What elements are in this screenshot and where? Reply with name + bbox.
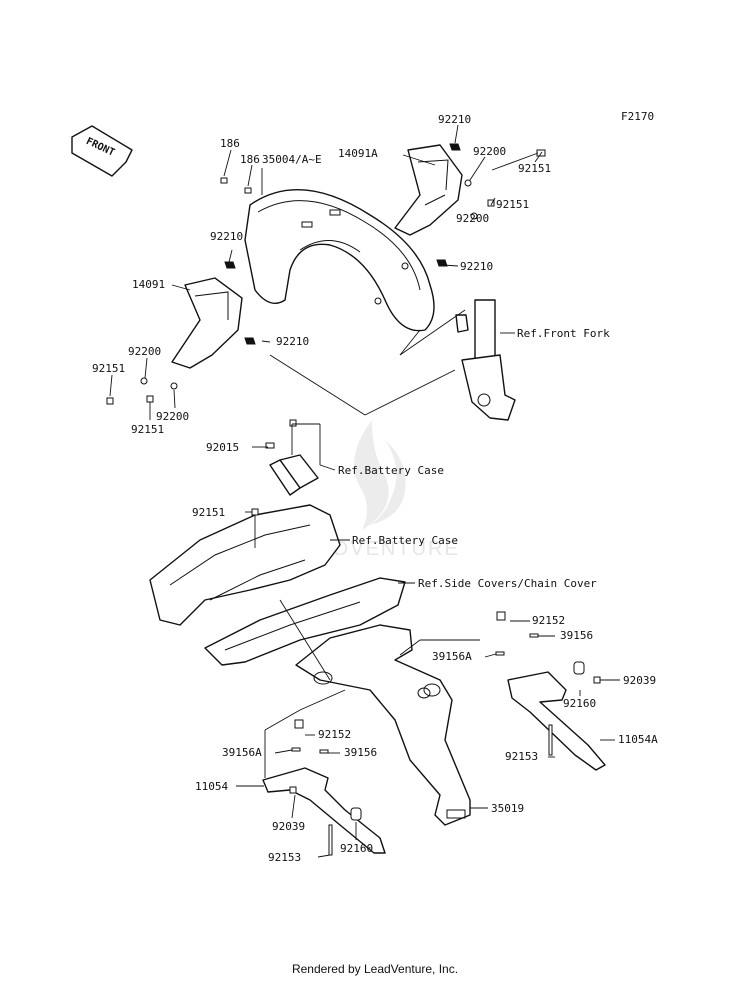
leader-lines	[109, 124, 620, 858]
callout-92210-top: 92210	[438, 113, 471, 126]
callout-92151-left: 92151	[92, 362, 125, 375]
ref-battery-case-2: Ref.Battery Case	[352, 534, 458, 547]
callout-39156-right: 39156	[560, 629, 593, 642]
callout-92151-mid: 92151	[496, 198, 529, 211]
rear-fender-35019	[295, 624, 471, 826]
callout-11054A: 11054A	[618, 733, 658, 746]
callout-92200-mid: 92200	[456, 212, 489, 225]
callout-14091: 14091	[132, 278, 165, 291]
front-fork-reference-part	[455, 299, 516, 421]
reference-labels: Ref.Front Fork Ref.Battery Case Ref.Batt…	[338, 327, 610, 590]
callout-92160-left: 92160	[340, 842, 373, 855]
callout-39156A-right: 39156A	[432, 650, 472, 663]
ref-side-covers-chain-cover: Ref.Side Covers/Chain Cover	[418, 577, 597, 590]
footer-credit: Rendered by LeadVenture, Inc.	[291, 962, 459, 976]
ref-front-fork: Ref.Front Fork	[517, 327, 610, 340]
callout-92200-left: 92200	[128, 345, 161, 358]
callout-92039-right: 92039	[623, 674, 656, 687]
callout-186-b: 186	[240, 153, 260, 166]
fender-cover-left-14091	[171, 277, 243, 369]
callout-92039-left: 92039	[272, 820, 305, 833]
side-cover-rail	[204, 577, 406, 666]
callout-92015: 92015	[206, 441, 239, 454]
figure-code: F2170	[621, 110, 654, 123]
callout-92152-right: 92152	[532, 614, 565, 627]
front-fender	[244, 189, 435, 332]
stay-left-11054	[262, 767, 386, 854]
rear-inner-fender	[149, 504, 341, 626]
callout-92152-left: 92152	[318, 728, 351, 741]
callout-39156-left: 39156	[344, 746, 377, 759]
callout-92200-top: 92200	[473, 145, 506, 158]
callout-186-a: 186	[220, 137, 240, 150]
callout-labels: 186 186 35004/A~E 14091A 92210 92200 921…	[92, 113, 658, 864]
callout-92160-right: 92160	[563, 697, 596, 710]
battery-bracket	[269, 454, 319, 496]
callout-92151-low: 92151	[131, 423, 164, 436]
callout-11054: 11054	[195, 780, 228, 793]
ref-battery-case-1: Ref.Battery Case	[338, 464, 444, 477]
callout-35004: 35004/A~E	[262, 153, 322, 166]
callout-92210-center: 92210	[276, 335, 309, 348]
callout-92210-mid: 92210	[460, 260, 493, 273]
front-direction-arrow: FRONT	[71, 125, 133, 177]
callout-14091A: 14091A	[338, 147, 378, 160]
callout-92153-right: 92153	[505, 750, 538, 763]
callout-92200-low: 92200	[156, 410, 189, 423]
callout-39156A-left: 39156A	[222, 746, 262, 759]
callout-92153-left: 92153	[268, 851, 301, 864]
callout-35019: 35019	[491, 802, 524, 815]
stay-right-11054A	[507, 671, 606, 771]
callout-92151-tray: 92151	[192, 506, 225, 519]
callout-92210-left: 92210	[210, 230, 243, 243]
callout-92151-top: 92151	[518, 162, 551, 175]
fender-cover-right-14091A	[394, 144, 463, 236]
